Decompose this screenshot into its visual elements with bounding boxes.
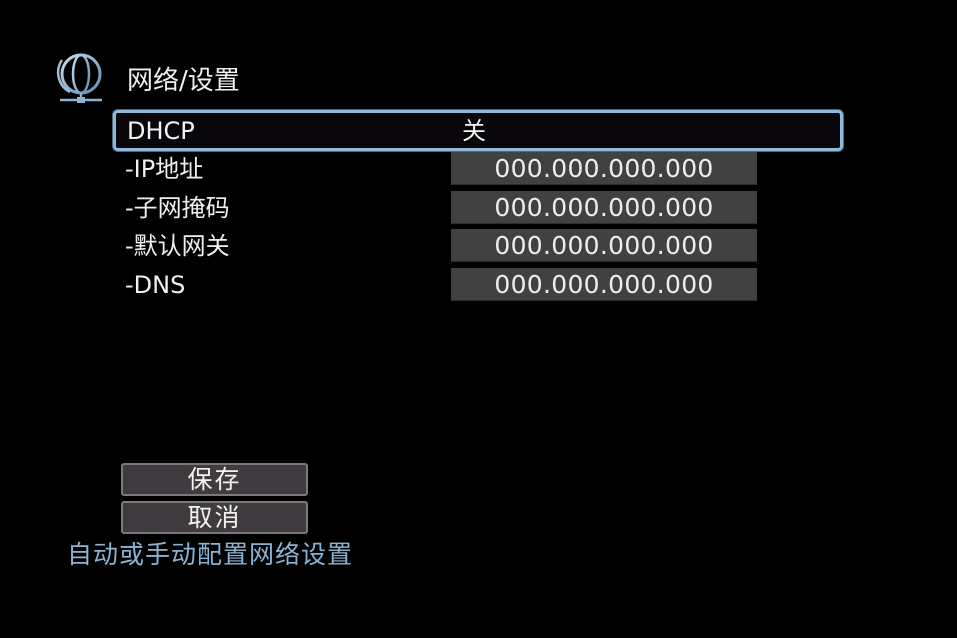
dns-row: -DNS 000.000.000.000 — [125, 268, 765, 301]
default-gateway-field[interactable]: 000.000.000.000 — [451, 229, 757, 262]
cancel-button[interactable]: 取消 — [121, 501, 308, 534]
ip-address-row: -IP地址 000.000.000.000 — [125, 152, 765, 185]
subnet-mask-label: -子网掩码 — [125, 194, 230, 222]
subnet-mask-row: -子网掩码 000.000.000.000 — [125, 191, 765, 224]
dhcp-setting-row[interactable]: DHCP 关 — [113, 110, 843, 151]
globe-network-icon — [56, 53, 102, 103]
save-button[interactable]: 保存 — [121, 463, 308, 496]
dns-label: -DNS — [125, 271, 186, 299]
subnet-mask-field[interactable]: 000.000.000.000 — [451, 191, 757, 224]
dhcp-label: DHCP — [127, 117, 195, 145]
default-gateway-label: -默认网关 — [125, 232, 230, 260]
ip-address-label: -IP地址 — [125, 155, 204, 183]
help-text: 自动或手动配置网络设置 — [67, 540, 354, 569]
dns-field[interactable]: 000.000.000.000 — [451, 268, 757, 301]
default-gateway-row: -默认网关 000.000.000.000 — [125, 229, 765, 262]
dhcp-value: 关 — [462, 117, 486, 145]
page-title: 网络/设置 — [127, 66, 240, 96]
ip-address-field[interactable]: 000.000.000.000 — [451, 152, 757, 185]
